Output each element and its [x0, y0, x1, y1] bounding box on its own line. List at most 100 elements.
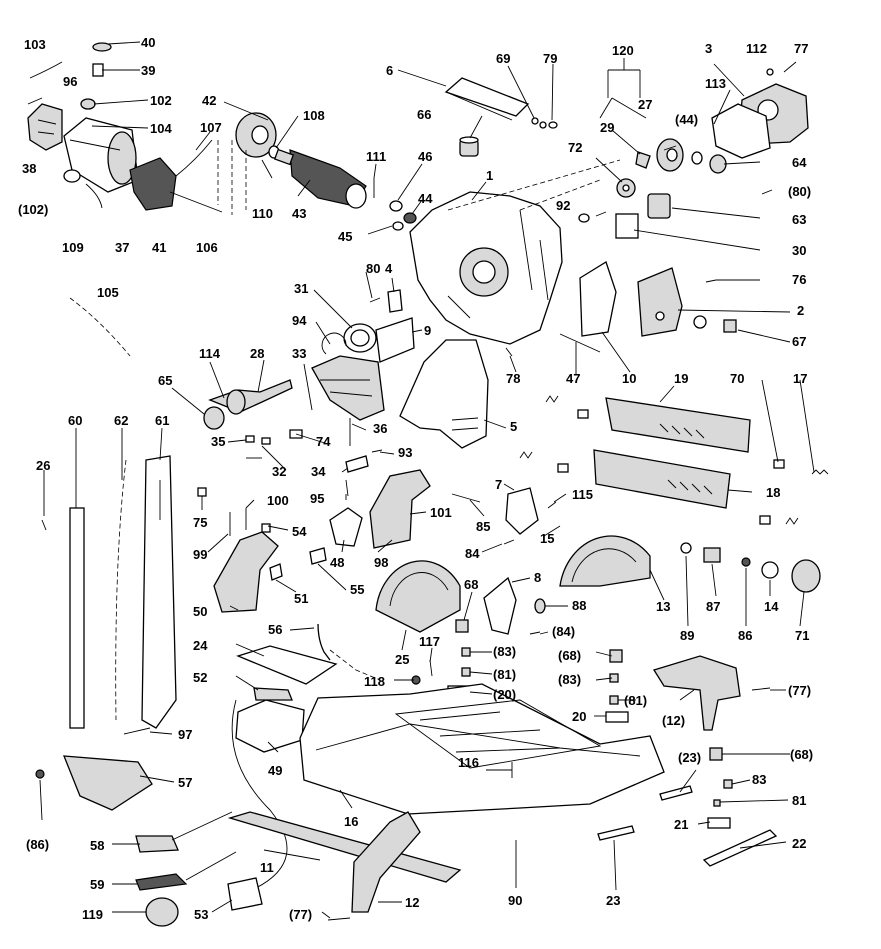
callout-67: 67	[792, 334, 806, 349]
callout-50: 50	[193, 604, 207, 619]
callout-16: 16	[344, 814, 358, 829]
part-59-file	[135, 873, 188, 891]
part-98-handle	[369, 469, 431, 549]
callout-12b: (12)	[662, 713, 685, 728]
callout-23b: (23)	[678, 750, 701, 765]
callout-112: 112	[746, 41, 767, 56]
part-71-knob	[791, 559, 821, 593]
callout-35: 35	[211, 434, 225, 449]
callout-96: 96	[63, 74, 77, 89]
callout-117: 117	[419, 634, 440, 649]
part-50-handle	[213, 531, 279, 613]
callout-24: 24	[193, 638, 208, 653]
callout-22: 22	[792, 836, 806, 851]
parts-drawings	[27, 42, 829, 927]
part-103-wire	[29, 61, 63, 79]
callout-56: 56	[268, 622, 282, 637]
part-38-endcap	[27, 103, 63, 151]
callout-17: 17	[793, 371, 807, 386]
callout-98: 98	[374, 555, 388, 570]
callout-26: 26	[36, 458, 50, 473]
callout-87: 87	[706, 599, 720, 614]
callout-83b: (83)	[493, 644, 516, 659]
callout-65: 65	[158, 373, 172, 388]
callout-42: 42	[202, 93, 216, 108]
part-62-chain	[115, 459, 127, 721]
callout-92: 92	[556, 198, 570, 213]
callout-18: 18	[766, 485, 780, 500]
callout-86b: (86)	[26, 837, 49, 852]
part-4-bracket	[387, 289, 403, 313]
part-6-cover	[444, 77, 530, 117]
callout-9: 9	[424, 323, 431, 338]
callout-108: 108	[303, 108, 325, 123]
callout-83c: (83)	[558, 672, 581, 687]
callout-79: 79	[543, 51, 557, 66]
part-64-gear	[709, 154, 727, 174]
callout-93: 93	[398, 445, 412, 460]
callout-113: 113	[705, 76, 726, 91]
part-39-brush	[92, 63, 104, 77]
part-34-clamp	[345, 455, 369, 473]
callout-23: 23	[606, 893, 620, 908]
callout-12: 12	[405, 895, 419, 910]
part-96-screw	[27, 97, 43, 105]
part-40-cap	[92, 42, 112, 52]
part-105-chain	[69, 297, 131, 357]
callout-80: 80	[366, 261, 380, 276]
callout-39: 39	[141, 63, 155, 78]
callout-84b: (84)	[552, 624, 575, 639]
callout-5: 5	[510, 419, 517, 434]
callout-52: 52	[193, 670, 207, 685]
callout-77c: (77)	[289, 907, 312, 922]
callout-77: 77	[794, 41, 808, 56]
callout-63: 63	[792, 212, 806, 227]
callout-7: 7	[495, 477, 502, 492]
callout-31: 31	[294, 281, 308, 296]
callout-81b: (81)	[493, 667, 516, 682]
part-33-mount	[311, 355, 385, 421]
callout-90: 90	[508, 893, 522, 908]
callout-60: 60	[68, 413, 82, 428]
part-7-plate	[505, 487, 539, 535]
part-58-wrench	[135, 835, 179, 853]
callout-89: 89	[680, 628, 694, 643]
callout-109: 109	[62, 240, 84, 255]
callout-20: 20	[572, 709, 586, 724]
callout-101: 101	[430, 505, 452, 520]
callout-115: 115	[572, 487, 593, 502]
callout-34: 34	[311, 464, 326, 479]
part-17-spring	[811, 469, 829, 475]
callout-29: 29	[600, 120, 614, 135]
callout-104: 104	[150, 121, 172, 136]
callout-19: 19	[674, 371, 688, 386]
callout-53: 53	[194, 907, 208, 922]
callout-116: 116	[458, 755, 479, 770]
callout-86: 86	[738, 628, 752, 643]
part-16-base	[299, 683, 665, 815]
callout-94: 94	[292, 313, 307, 328]
callout-106: 106	[196, 240, 218, 255]
callout-45: 45	[338, 229, 352, 244]
callout-118: 118	[364, 674, 385, 689]
callout-84: 84	[465, 546, 480, 561]
callout-36: 36	[373, 421, 387, 436]
callout-102b: (102)	[18, 202, 48, 217]
callout-8: 8	[534, 570, 541, 585]
callout-85: 85	[476, 519, 490, 534]
callout-95: 95	[310, 491, 324, 506]
part-53-plug	[227, 877, 263, 911]
callout-107: 107	[200, 120, 222, 135]
callout-111: 111	[366, 149, 386, 164]
callout-68: 68	[464, 577, 478, 592]
callout-58: 58	[90, 838, 104, 853]
callout-80b: (80)	[788, 184, 811, 199]
callout-38: 38	[22, 161, 36, 176]
part-2-cover-plate	[637, 267, 683, 337]
part-24-plate	[236, 645, 338, 685]
callout-51: 51	[294, 591, 308, 606]
part-41-field-coil	[129, 157, 177, 211]
part-25-guard	[375, 560, 461, 633]
callout-13: 13	[656, 599, 670, 614]
